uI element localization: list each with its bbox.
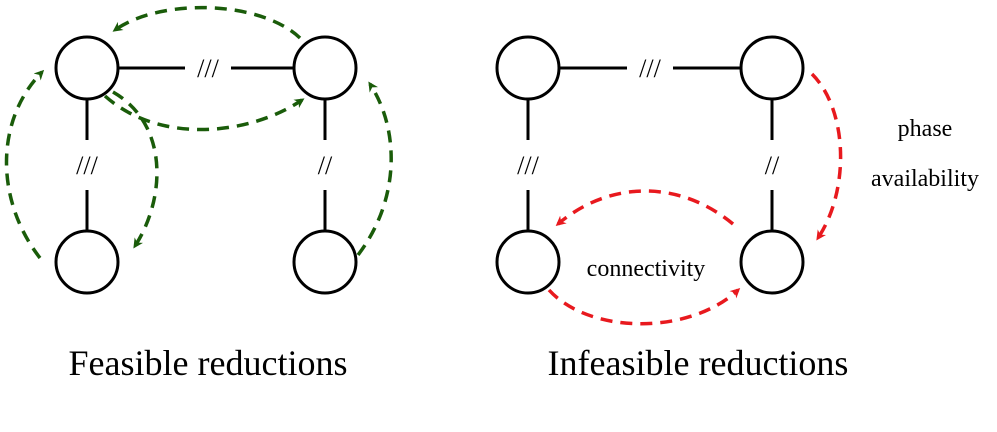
hatch-label-right: // bbox=[318, 151, 333, 180]
hatch-label-top: /// bbox=[639, 54, 661, 83]
caption-infeasible: Infeasible reductions bbox=[548, 343, 849, 383]
node-bottom-left bbox=[495, 229, 561, 295]
node-top-right bbox=[739, 35, 805, 101]
arrow-left-arc bbox=[4, 69, 45, 260]
arrow-phase-availability bbox=[810, 72, 843, 241]
node-bottom-right bbox=[292, 229, 358, 295]
hatch-label-left: /// bbox=[517, 151, 539, 180]
node-bottom-right bbox=[739, 229, 805, 295]
node-bottom-left bbox=[54, 229, 120, 295]
hatch-label-right: // bbox=[765, 151, 780, 180]
arrow-top-arc bbox=[112, 5, 302, 40]
node-top-right bbox=[292, 35, 358, 101]
arrow-right-arc bbox=[356, 81, 393, 257]
annotation-connectivity: connectivity bbox=[587, 256, 706, 282]
node-top-left bbox=[54, 35, 120, 101]
arrow-connectivity-upper bbox=[555, 189, 735, 226]
arrow-down-arc bbox=[112, 90, 159, 249]
arrow-middle-arc bbox=[103, 94, 305, 132]
caption-feasible: Feasible reductions bbox=[69, 343, 348, 383]
hatch-label-top: /// bbox=[197, 54, 219, 83]
annotation-phase: phase bbox=[898, 116, 953, 142]
infeasible-diagram: /// /// // phase availability connectivi… bbox=[495, 35, 979, 383]
arrow-connectivity-lower bbox=[547, 287, 741, 326]
annotation-availability: availability bbox=[871, 166, 979, 192]
node-top-left bbox=[495, 35, 561, 101]
feasible-diagram: /// /// // Feasible reductions bbox=[4, 5, 393, 383]
hatch-label-left: /// bbox=[76, 151, 98, 180]
